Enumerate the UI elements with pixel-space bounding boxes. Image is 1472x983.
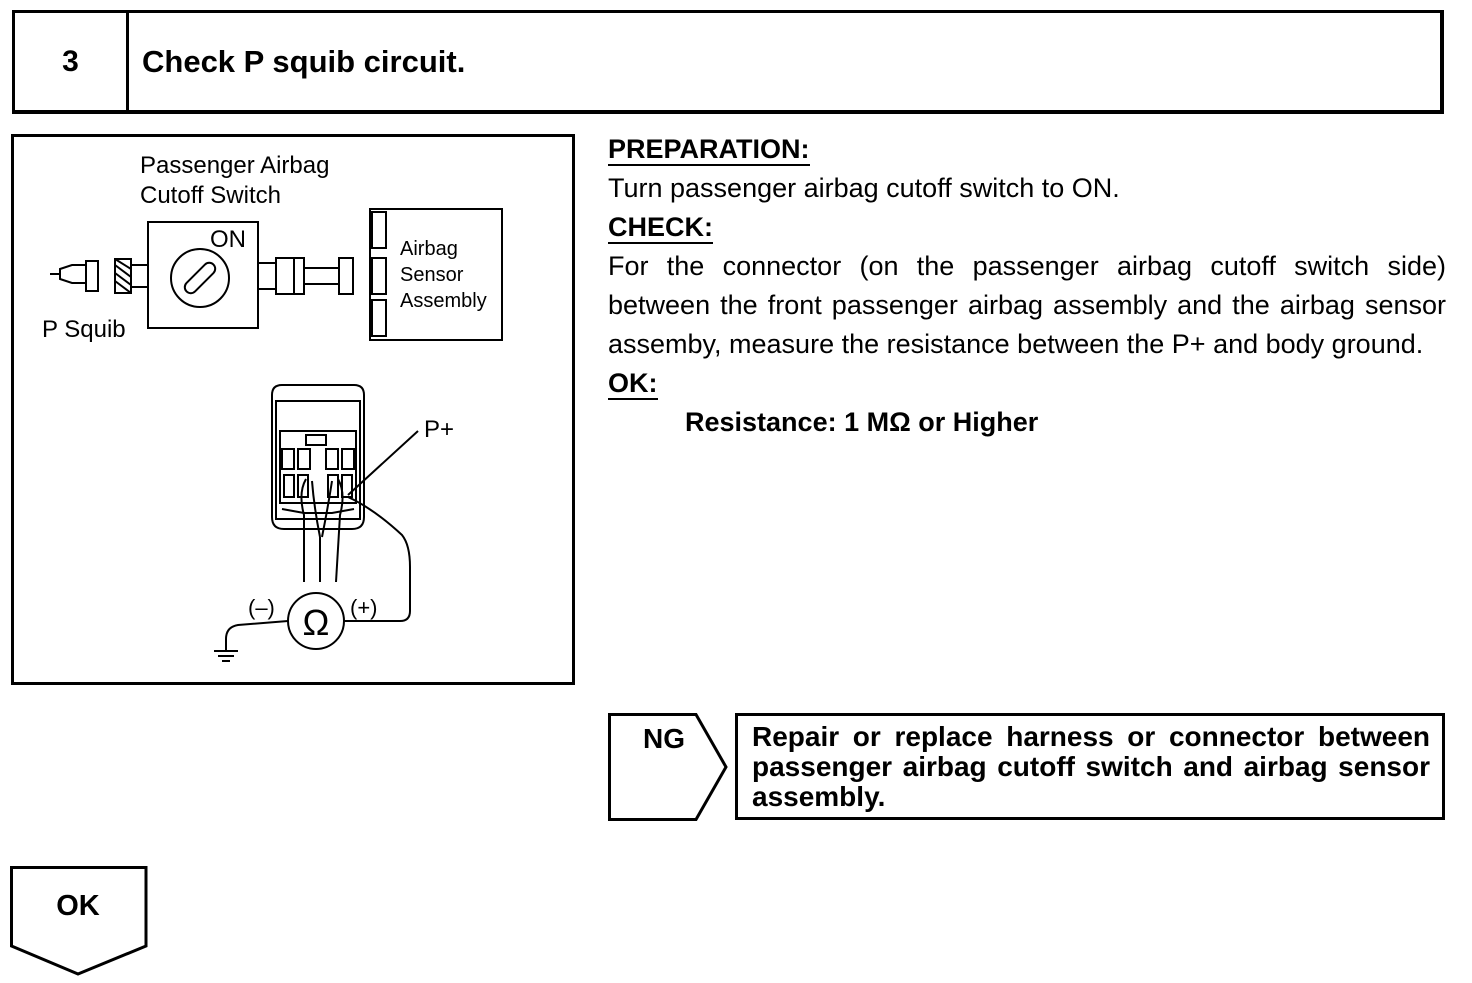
squib-label: P Squib — [42, 316, 126, 343]
wiring-diagram: Passenger Airbag Cutoff Switch ON Airbag… — [11, 134, 575, 685]
procedure: PREPARATION: Turn passenger airbag cutof… — [608, 130, 1446, 442]
ohm-symbol: Ω — [303, 602, 330, 643]
squib-connector-icon — [59, 264, 87, 284]
sensor-label-line3: Assembly — [400, 290, 487, 312]
ng-action: Repair or replace harness or connector b… — [735, 713, 1445, 820]
on-label: ON — [210, 226, 246, 253]
connector-icon — [271, 384, 365, 530]
minus-label: (–) — [248, 595, 275, 620]
ng-label: NG — [643, 723, 685, 754]
ok-spec: Resistance: 1 MΩ or Higher — [685, 407, 1039, 437]
check-text: For the connector (on the passenger airb… — [608, 251, 1446, 359]
switch-label-line2: Cutoff Switch — [140, 182, 281, 209]
sensor-label-line1: Airbag — [400, 238, 458, 260]
step-title: Check P squib circuit. — [142, 43, 466, 79]
step-header: 3 Check P squib circuit. — [12, 10, 1444, 114]
preparation-label: PREPARATION: — [608, 134, 810, 166]
ok-label: OK: — [608, 368, 658, 400]
airbag-sensor-icon — [369, 208, 503, 341]
plus-label: (+) — [350, 595, 378, 620]
step-number: 3 — [15, 13, 129, 110]
ok-label: OK — [56, 890, 100, 922]
ng-branch: NG — [608, 713, 730, 826]
preparation-text: Turn passenger airbag cutoff switch to O… — [608, 173, 1120, 203]
ng-arrow-icon — [608, 713, 728, 821]
ok-arrow-icon — [10, 866, 148, 976]
ok-branch: OK — [10, 866, 150, 983]
diagram-canvas: Passenger Airbag Cutoff Switch ON Airbag… — [42, 152, 503, 662]
terminal-label: P+ — [424, 416, 454, 443]
sensor-label-line2: Sensor — [400, 264, 464, 286]
switch-label-line1: Passenger Airbag — [140, 152, 329, 179]
check-label: CHECK: — [608, 212, 713, 244]
